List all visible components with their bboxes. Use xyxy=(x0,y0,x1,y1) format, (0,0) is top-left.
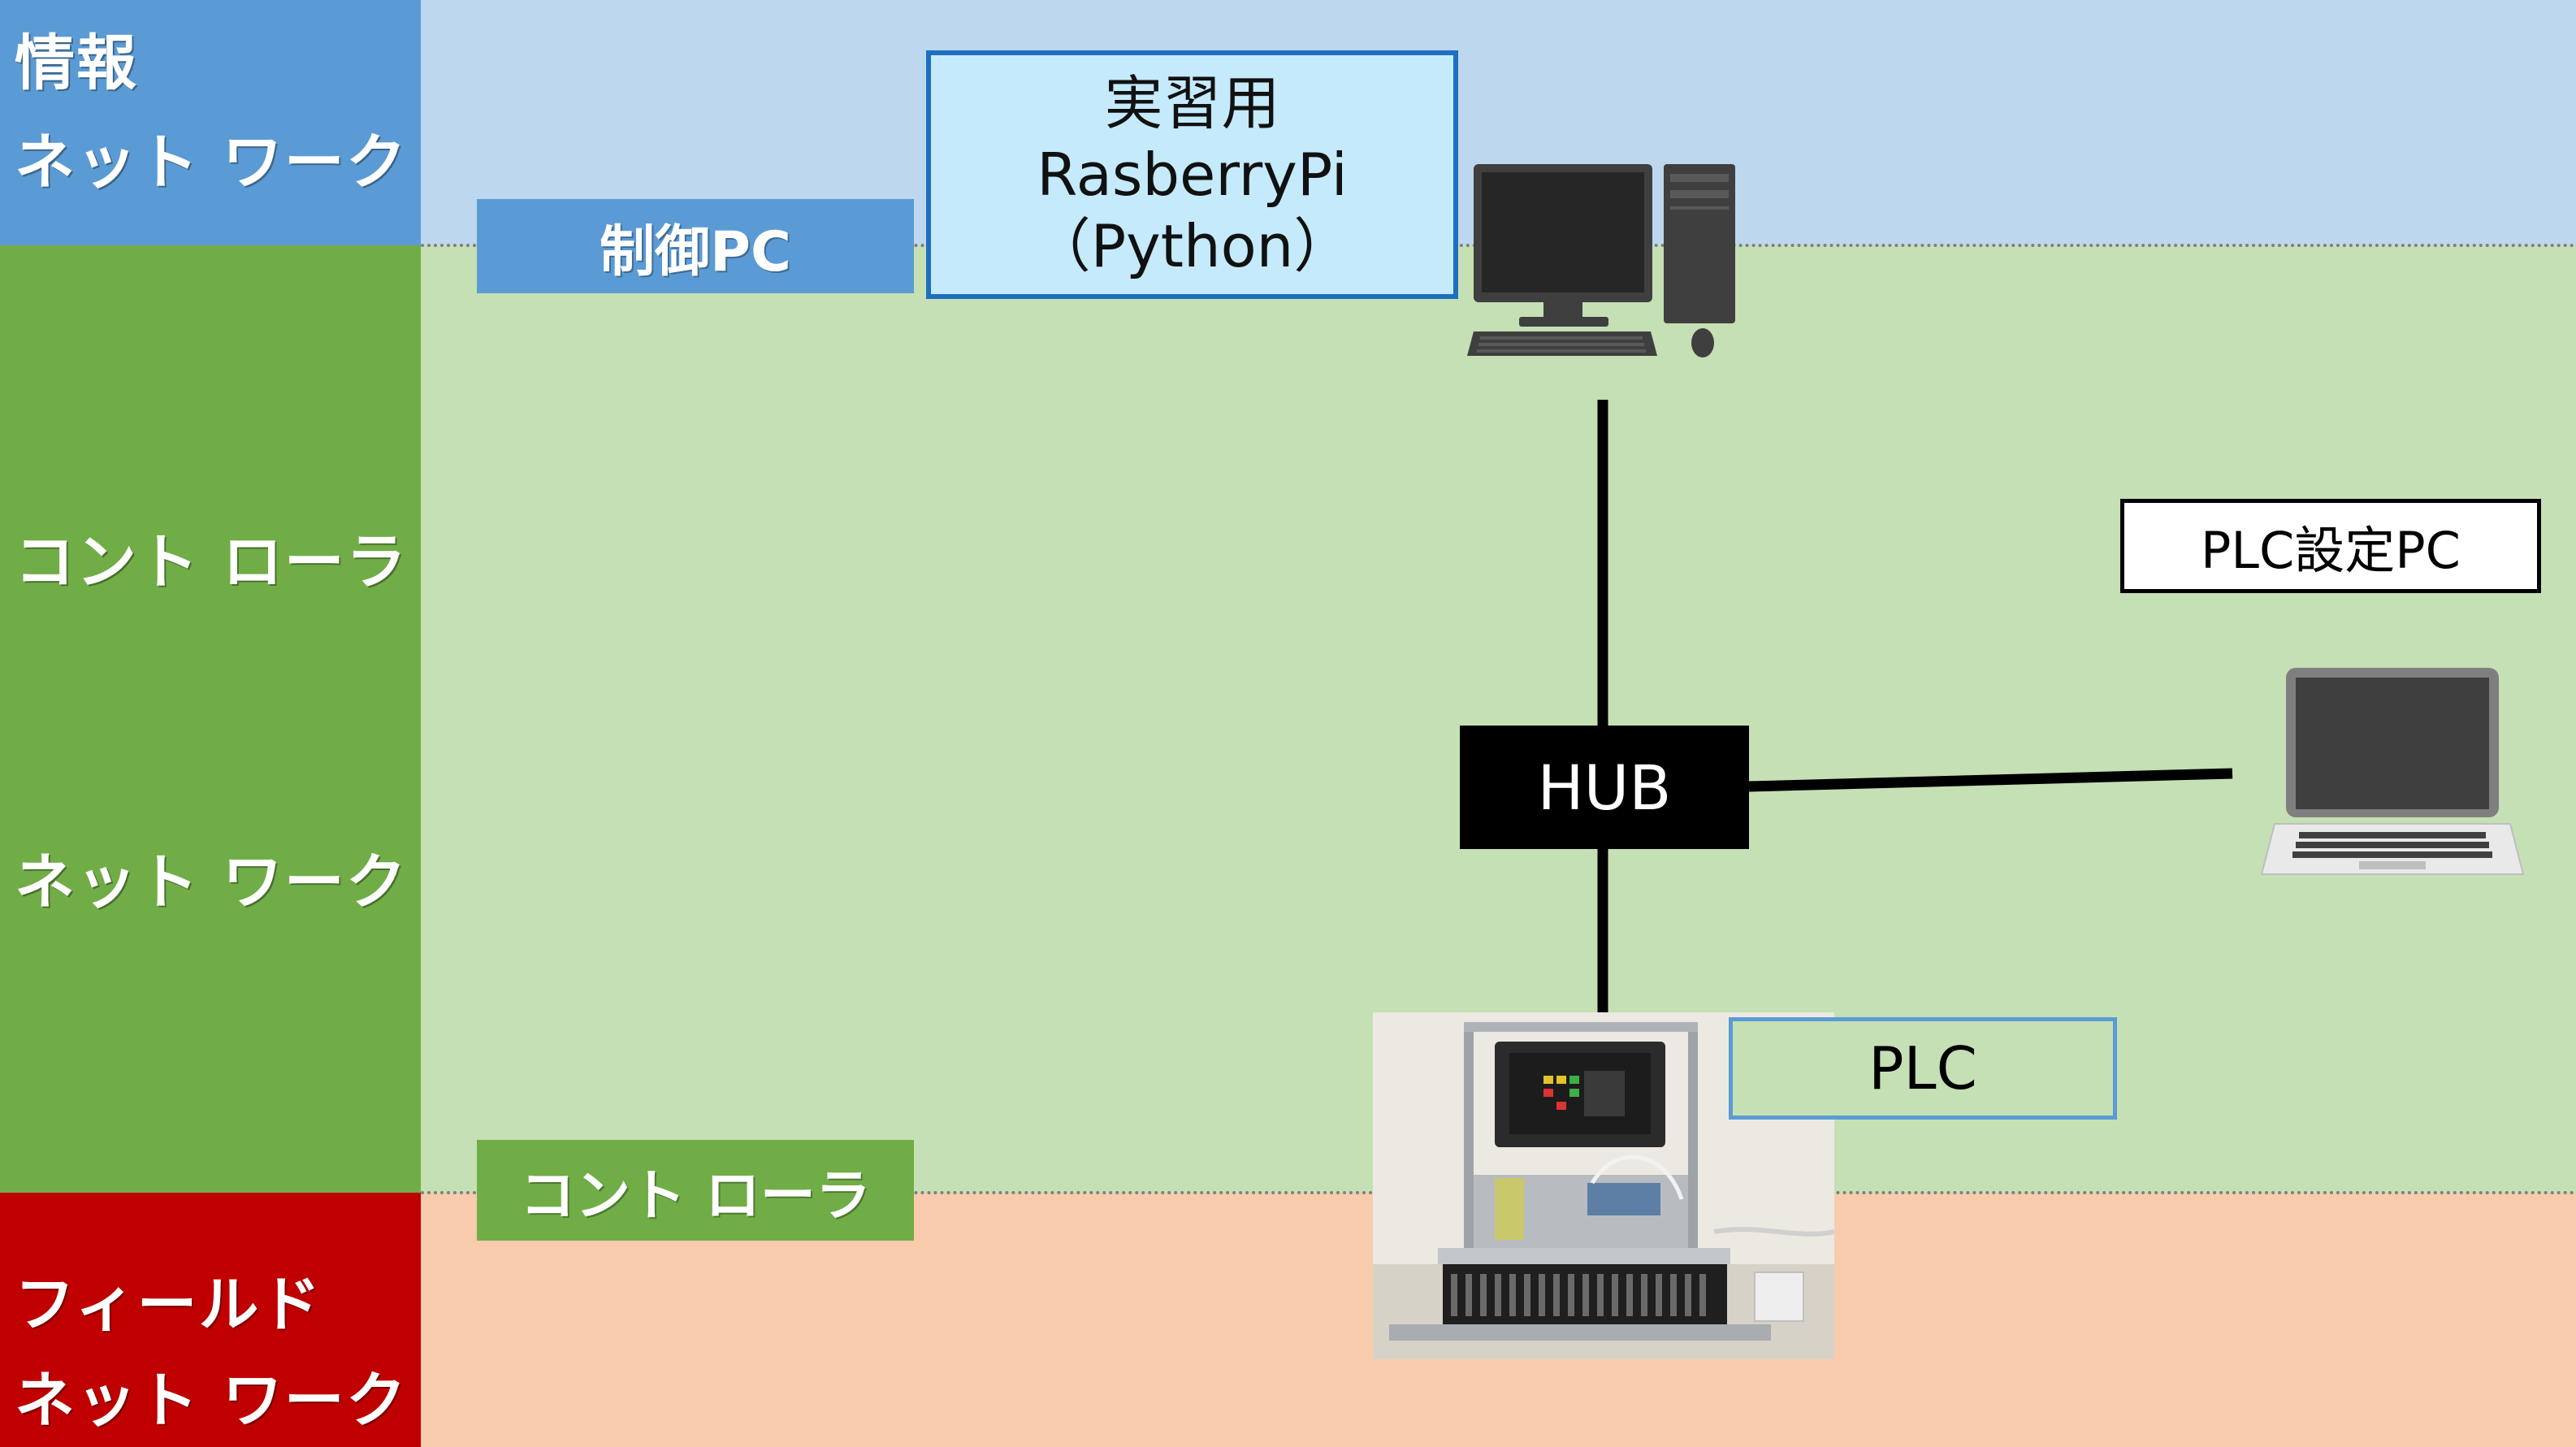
hub-box: HUB xyxy=(1460,726,1749,849)
raspberry-pi-line3: （Python） xyxy=(1032,212,1353,280)
desktop-computer-icon xyxy=(1467,164,1735,357)
controller-tag: コント ローラ xyxy=(477,1140,914,1241)
field-network-label: フィールド ネット ワーク xyxy=(0,1193,421,1447)
info-network-label: 情報 ネット ワーク xyxy=(0,0,421,245)
controller-network-label-line2: ネット ワーク xyxy=(15,847,408,917)
plc-box: PLC xyxy=(1729,1017,2117,1120)
control-pc-tag: 制御PC xyxy=(477,199,914,293)
raspberry-pi-line1: 実習用 xyxy=(1104,69,1280,137)
laptop-icon xyxy=(2260,668,2525,875)
field-network-zone xyxy=(0,1193,2576,1447)
plc-settings-pc-box: PLC設定PC xyxy=(2120,499,2541,593)
info-network-label-line2: ネット ワーク xyxy=(15,128,408,197)
controller-network-label-line1: コント ローラ xyxy=(15,527,408,597)
field-network-label-line1: フィールド xyxy=(15,1270,323,1340)
controller-network-zone xyxy=(0,245,2576,1193)
hub-to-laptop-line xyxy=(1748,768,2233,792)
raspberry-pi-line2: RasberryPi xyxy=(1037,141,1348,209)
raspberry-pi-box: 実習用 RasberryPi （Python） xyxy=(926,50,1458,299)
controller-network-label: コント ローラ ネット ワーク xyxy=(0,245,421,1193)
info-network-label-line1: 情報 xyxy=(15,28,138,98)
field-network-label-line2: ネット ワーク xyxy=(15,1366,408,1436)
